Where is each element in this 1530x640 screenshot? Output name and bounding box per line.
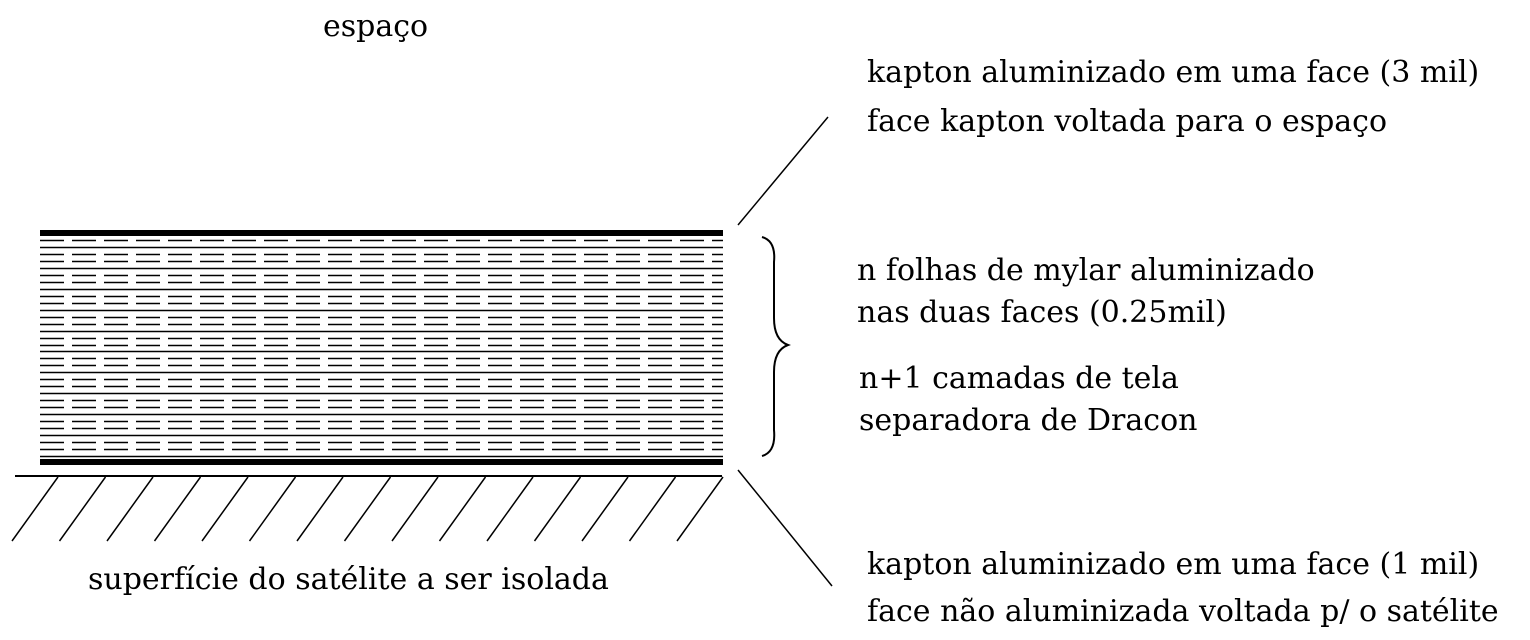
bottom-kapton-label-line1: kapton aluminizado em uma face (1 mil) [867, 547, 1480, 582]
stack-brace [761, 236, 791, 457]
top-kapton-leader [737, 116, 829, 226]
hatch-line [533, 476, 582, 542]
hatch-line [438, 476, 487, 542]
bottom-kapton-leader [737, 469, 833, 587]
hatch-line [391, 476, 439, 542]
hatch-line [343, 476, 392, 542]
hatch-line [296, 476, 344, 542]
dracon-label-line2: separadora de Dracon [859, 403, 1198, 438]
space-label: espaço [323, 9, 429, 44]
hatch-line [201, 476, 249, 542]
mli-layer-stack [40, 239, 723, 458]
hatch-line [628, 476, 677, 542]
hatch-line [248, 476, 297, 542]
top-kapton-label-line2: face kapton voltada para o espaço [867, 104, 1388, 139]
hatch-line [676, 476, 724, 542]
hatch-line [106, 476, 154, 542]
mylar-label-line1: n folhas de mylar aluminizado [857, 253, 1315, 288]
hatch-line [58, 476, 107, 542]
mylar-label-line2: nas duas faces (0.25mil) [857, 295, 1227, 330]
satellite-surface-hatching [11, 476, 724, 542]
hatch-line [153, 476, 202, 542]
bottom-kapton-label-line2: face não aluminizada voltada p/ o satéli… [867, 594, 1499, 629]
hatch-line [581, 476, 629, 542]
dracon-label-line1: n+1 camadas de tela [859, 361, 1179, 396]
hatch-line [486, 476, 534, 542]
top-kapton-label-line1: kapton aluminizado em uma face (3 mil) [867, 55, 1480, 90]
surface-label: superfície do satélite a ser isolada [88, 562, 609, 597]
hatch-line [11, 476, 59, 542]
